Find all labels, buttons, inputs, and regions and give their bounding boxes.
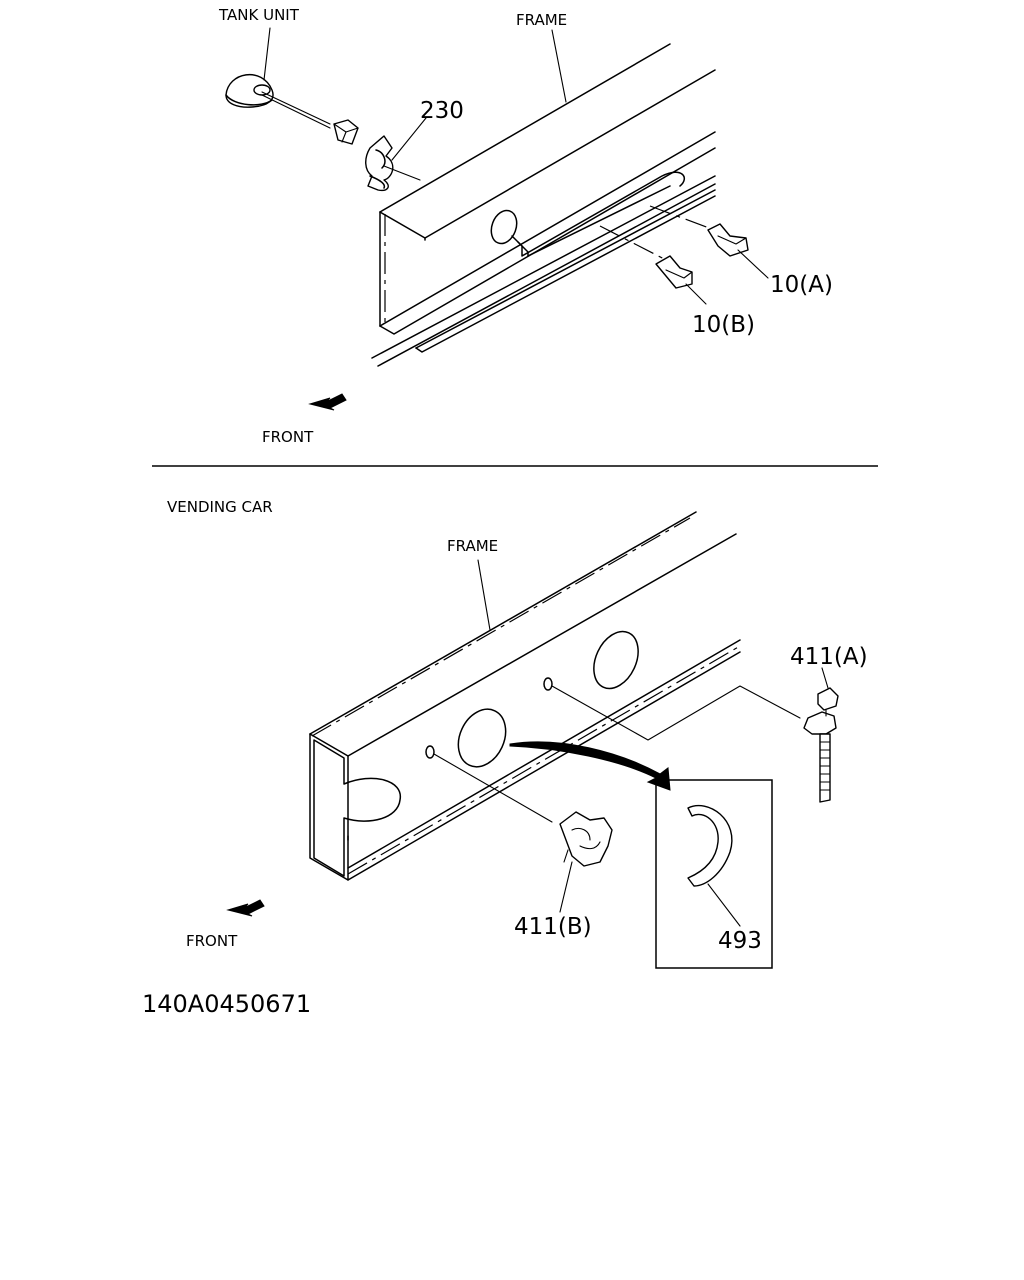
callout-411b: 411(B) xyxy=(514,914,592,940)
route-line-411a xyxy=(551,685,801,741)
frame-leader-top xyxy=(551,29,567,103)
callout-10b: 10(B) xyxy=(692,312,755,338)
clip-411b: 411(B) xyxy=(514,811,613,940)
detail-box-493: 493 xyxy=(655,779,773,969)
clip-10a: 10(A) xyxy=(707,223,833,298)
frame-label-top: FRAME xyxy=(516,11,567,29)
callout-230: 230 xyxy=(420,98,464,124)
front-label-bottom: FRONT xyxy=(186,932,238,950)
drawing-code: 140A0450671 xyxy=(142,990,311,1018)
harness-wire-top xyxy=(511,171,721,263)
clip-230: 230 xyxy=(365,98,464,192)
tank-unit-label: TANK UNIT xyxy=(218,6,300,24)
front-label-top: FRONT xyxy=(262,428,314,446)
front-arrow-top: FRONT xyxy=(262,393,347,446)
frame-rail-bottom xyxy=(309,511,741,881)
variant-label: VENDING CAR xyxy=(167,498,273,516)
frame-label-bottom: FRAME xyxy=(447,537,498,555)
frame-rail-top xyxy=(371,43,716,367)
route-line-411b xyxy=(433,753,553,823)
detail-arrow xyxy=(509,741,671,791)
tank-unit: TANK UNIT xyxy=(218,6,359,145)
callout-493: 493 xyxy=(718,928,762,954)
bottom-view: VENDING CAR FRAME xyxy=(167,498,868,969)
callout-10a: 10(A) xyxy=(770,272,833,298)
clip-10b: 10(B) xyxy=(655,255,755,338)
front-arrow-bottom: FRONT xyxy=(186,899,265,950)
callout-411a: 411(A) xyxy=(790,644,868,670)
clip-411a: 411(A) xyxy=(790,644,868,803)
frame-leader-bottom xyxy=(477,559,491,631)
top-view: TANK UNIT 230 FRAME 10(A) 10(B) xyxy=(218,6,833,446)
